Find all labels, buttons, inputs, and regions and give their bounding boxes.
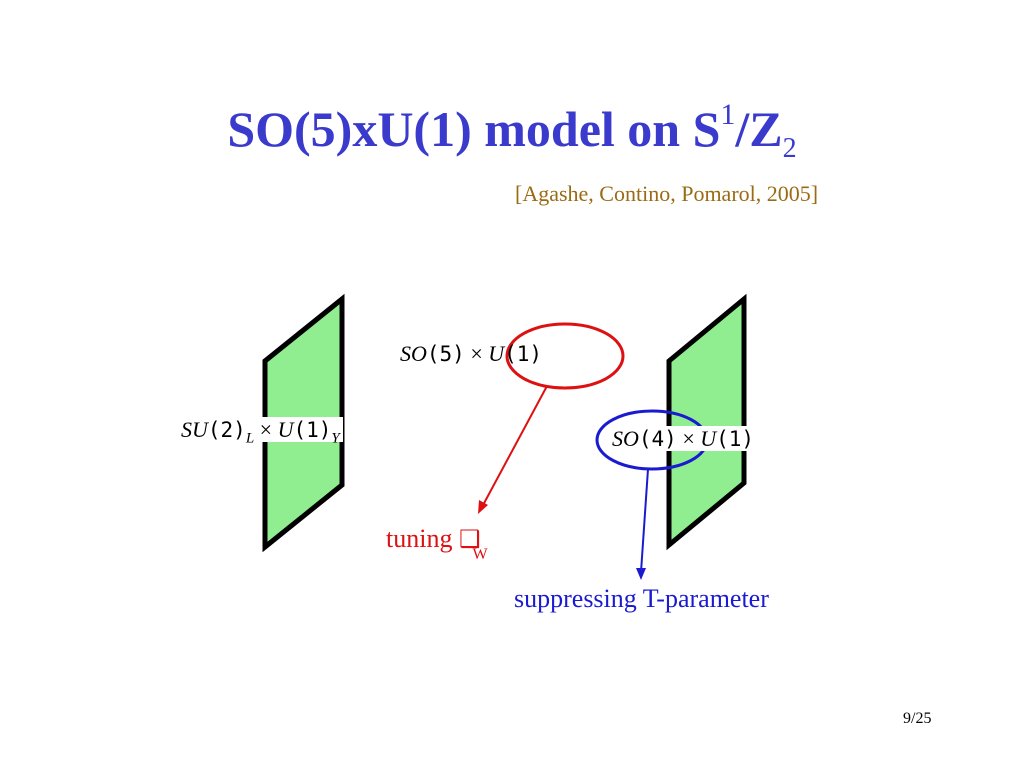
- title-superscript: 1: [720, 98, 736, 132]
- u-one-left: (1): [293, 418, 332, 442]
- right-brane: [666, 293, 747, 551]
- su-symbol: SU: [181, 417, 208, 442]
- red-arrowhead: [478, 500, 488, 514]
- red-ellipse: [505, 322, 625, 390]
- so-four: (4): [638, 427, 677, 451]
- title-main: SO(5)xU(1) model on S: [227, 101, 721, 157]
- left-brane-label: SU(2)L × U(1)Y: [178, 417, 343, 447]
- so-symbol-right: SO: [612, 426, 639, 451]
- tuning-subscript: W: [472, 546, 488, 564]
- u-one-right: (1): [716, 427, 755, 451]
- so-symbol-bulk: SO: [400, 341, 427, 366]
- u-sub-y: Y: [331, 430, 340, 447]
- times-symbol-right: ×: [682, 426, 695, 451]
- u-symbol-right: U: [700, 426, 717, 451]
- u-symbol-bulk: U: [488, 341, 505, 366]
- u-one-bulk: (1): [504, 342, 543, 366]
- u-symbol-left: U: [277, 417, 294, 442]
- left-brane-label-bg: SU(2)L × U(1)Y: [178, 417, 343, 446]
- suppressing-label: suppressing T-parameter: [514, 584, 769, 613]
- blue-arrow-line: [640, 468, 649, 573]
- tuning-label: tuning ❑W: [386, 524, 496, 563]
- tuning-text: tuning: [386, 524, 459, 553]
- title-subscript: 2: [782, 133, 797, 164]
- right-brane-label-bg: SO(4) × U(1): [609, 426, 758, 451]
- su-sub-l: L: [245, 430, 255, 447]
- page-number: 9/25: [903, 710, 932, 727]
- bulk-label: SO(5) × U(1): [400, 341, 542, 367]
- times-symbol-bulk: ×: [470, 341, 483, 366]
- citation: [Agashe, Contino, Pomarol, 2005]: [515, 181, 819, 206]
- title-mid: /Z: [735, 101, 783, 157]
- red-arrow-line: [481, 385, 548, 508]
- right-brane-label: SO(4) × U(1): [609, 426, 758, 452]
- slide-title: SO(5)xU(1) model on S1/Z2: [0, 98, 1024, 165]
- so-five: (5): [426, 342, 465, 366]
- su-two: (2): [207, 418, 246, 442]
- theta-symbol: ❑: [458, 525, 481, 553]
- blue-arrowhead: [636, 568, 646, 580]
- times-symbol-left: ×: [259, 417, 273, 442]
